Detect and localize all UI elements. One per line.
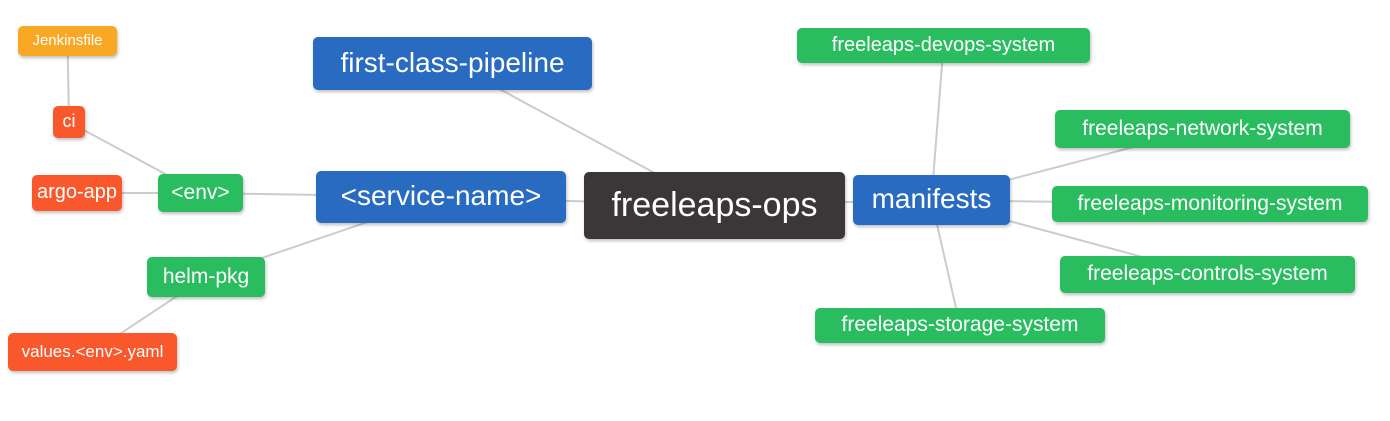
- node-freeleaps-storage-system[interactable]: freeleaps-storage-system: [815, 308, 1105, 343]
- node-label: freeleaps-network-system: [1082, 116, 1323, 140]
- node-label: values.<env>.yaml: [21, 341, 164, 361]
- node-freeleaps-controls-system[interactable]: freeleaps-controls-system: [1060, 256, 1355, 293]
- node-service-name[interactable]: <service-name>: [316, 171, 566, 223]
- node-label: manifests: [871, 183, 992, 214]
- node-label: freeleaps-storage-system: [841, 313, 1079, 336]
- node-label: freeleaps-monitoring-system: [1077, 191, 1343, 215]
- node-label: <env>: [171, 180, 230, 204]
- node-label: Jenkinsfile: [32, 31, 103, 49]
- node-helm-pkg[interactable]: helm-pkg: [147, 257, 265, 297]
- node-env[interactable]: <env>: [158, 174, 243, 212]
- node-freeleaps-ops[interactable]: freeleaps-ops: [584, 172, 845, 239]
- edge-manifests-freeleaps-devops-system: [930, 45, 945, 201]
- node-label: first-class-pipeline: [340, 46, 565, 78]
- node-label: ci: [62, 111, 76, 131]
- node-manifests[interactable]: manifests: [853, 175, 1010, 225]
- node-values-env-yaml[interactable]: values.<env>.yaml: [8, 333, 177, 371]
- node-freeleaps-devops-system[interactable]: freeleaps-devops-system: [797, 28, 1090, 63]
- node-label: argo-app: [36, 181, 118, 203]
- node-label: freeleaps-controls-system: [1087, 262, 1328, 285]
- node-freeleaps-monitoring-system[interactable]: freeleaps-monitoring-system: [1052, 186, 1368, 222]
- node-argo-app[interactable]: argo-app: [32, 175, 122, 211]
- node-first-class-pipeline[interactable]: first-class-pipeline: [313, 37, 592, 90]
- node-label: <service-name>: [340, 180, 542, 211]
- node-label: freeleaps-devops-system: [831, 33, 1056, 56]
- node-freeleaps-network-system[interactable]: freeleaps-network-system: [1055, 110, 1350, 148]
- node-label: freeleaps-ops: [611, 185, 818, 224]
- node-ci[interactable]: ci: [53, 106, 85, 138]
- node-label: helm-pkg: [162, 264, 250, 288]
- node-jenkinsfile[interactable]: Jenkinsfile: [18, 26, 117, 56]
